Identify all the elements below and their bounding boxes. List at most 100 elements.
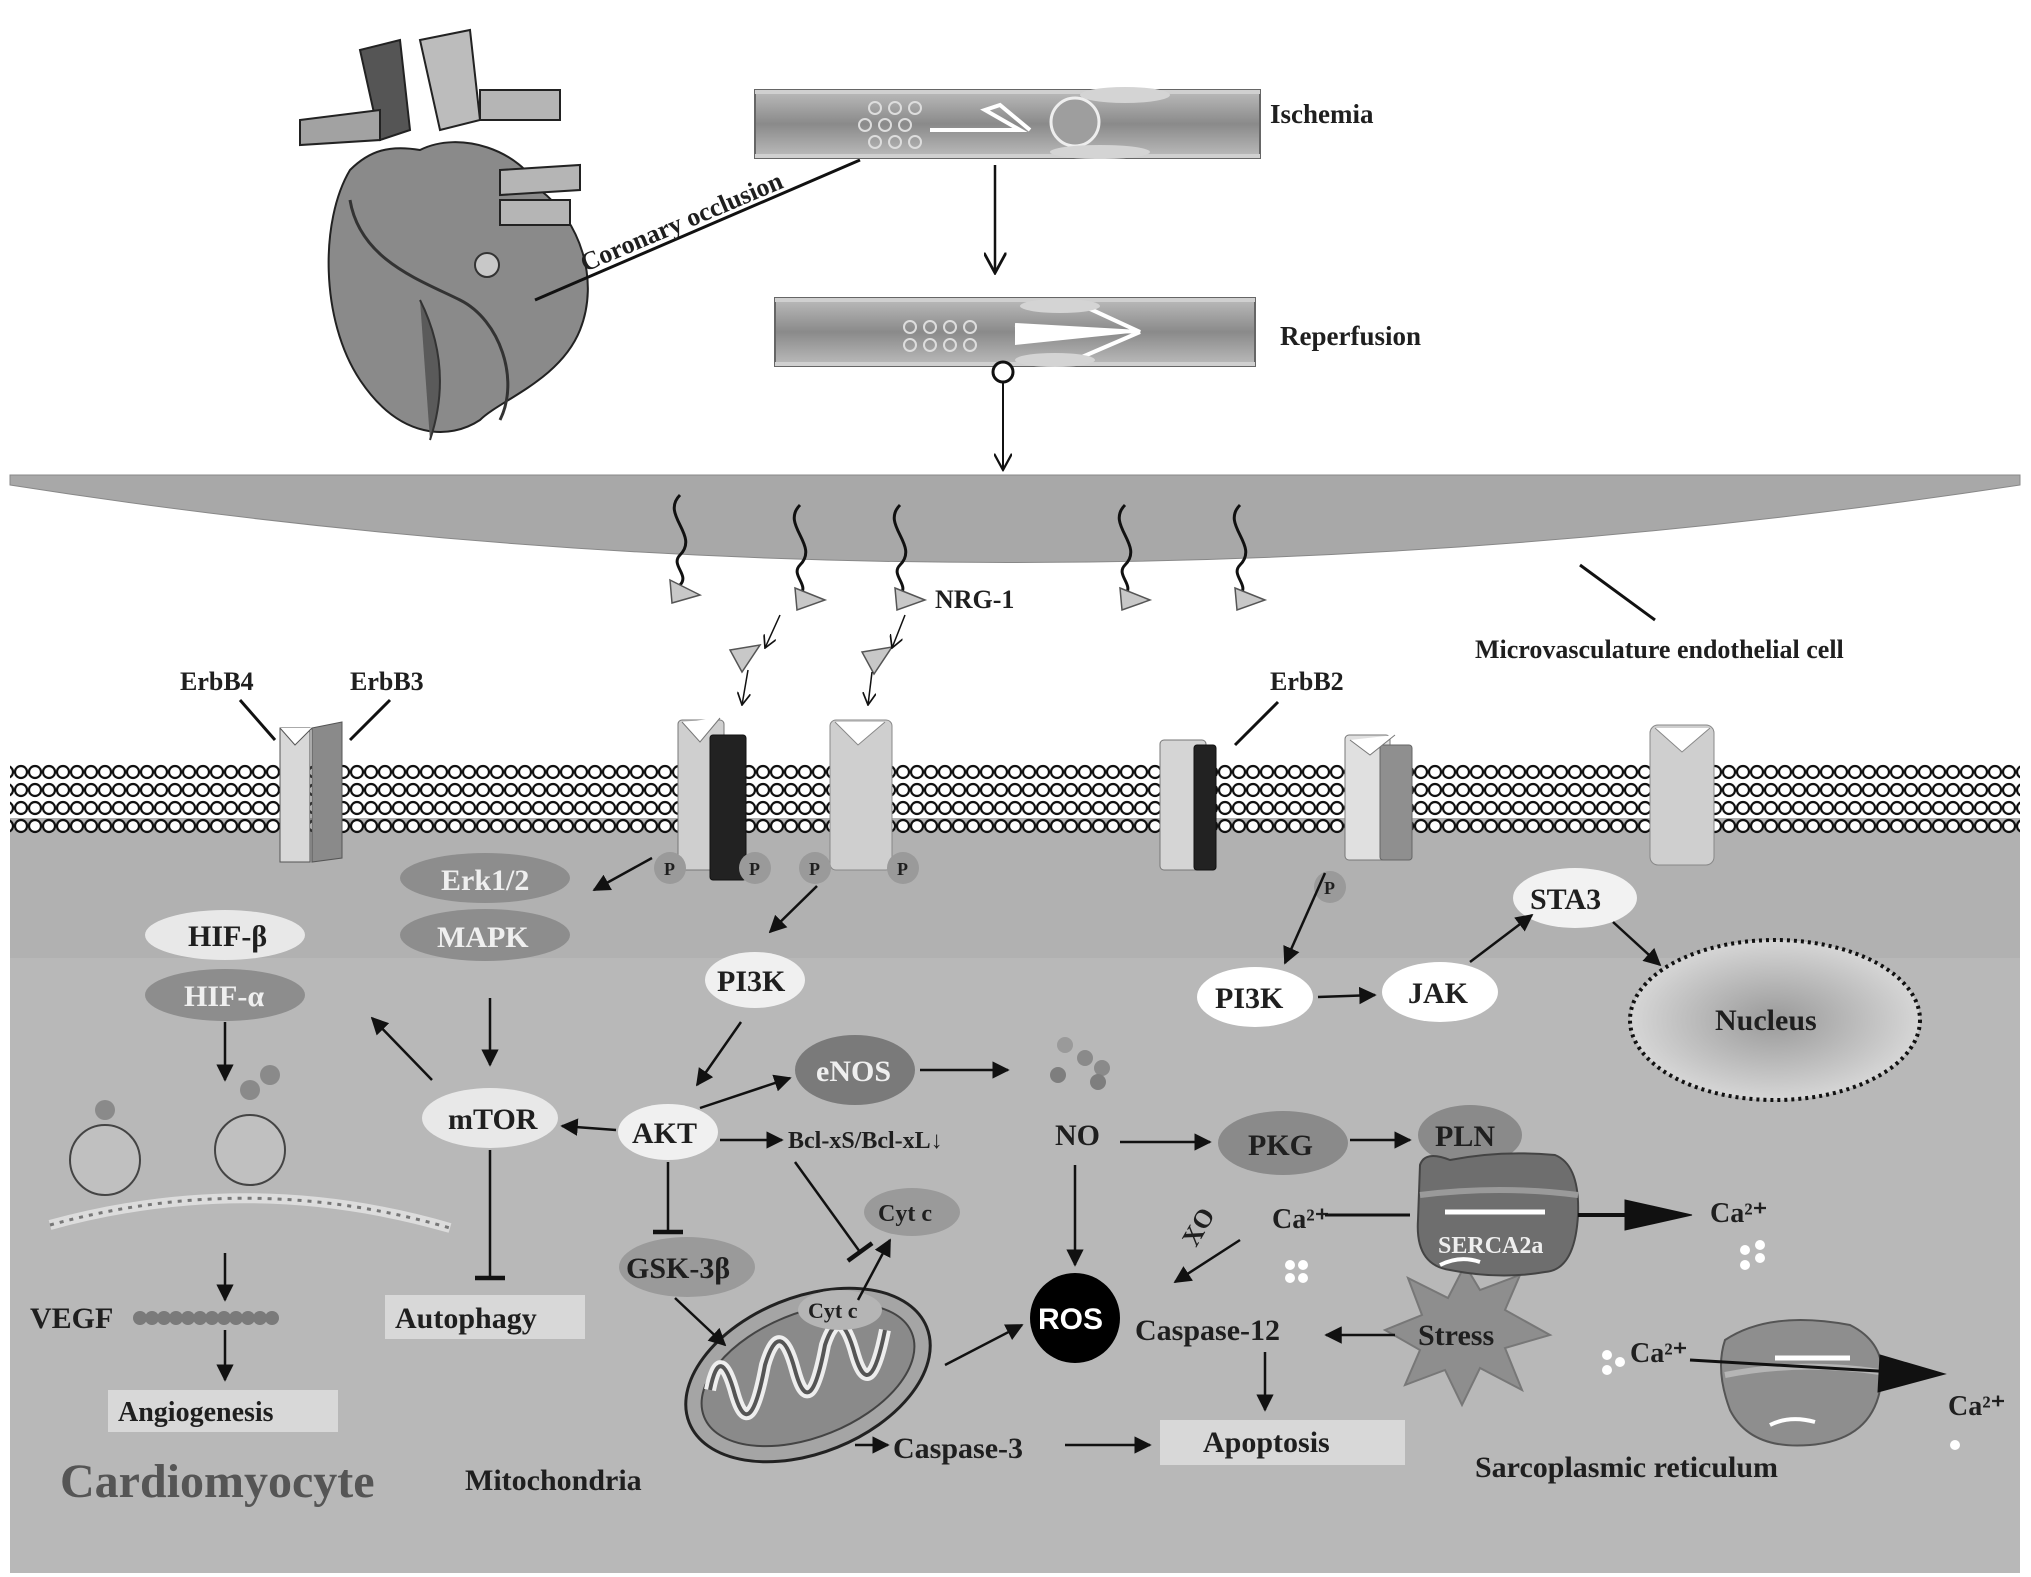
nrg1-triangles xyxy=(669,578,1268,676)
pln-node xyxy=(1418,1105,1522,1165)
cytc-mito-label: Cyt c xyxy=(808,1298,858,1323)
nucleus xyxy=(1628,938,1922,1102)
inhibition-arrows xyxy=(475,1150,874,1281)
stress-label: Stress xyxy=(1418,1319,1494,1352)
akt-node xyxy=(618,1104,718,1160)
mitochondria-label: Mitochondria xyxy=(465,1464,642,1497)
hif-alpha-label: HIF-α xyxy=(184,980,264,1013)
sta3-label: STA3 xyxy=(1530,883,1601,916)
sta3-node xyxy=(1513,868,1637,928)
no-label: NO xyxy=(1055,1119,1100,1152)
phospho-p-1: P xyxy=(664,859,675,879)
angiogenesis-label: Angiogenesis xyxy=(118,1397,274,1428)
endothelial-cell xyxy=(9,474,2021,563)
erbb4-pointer xyxy=(238,699,277,741)
receptor-dimer-2 xyxy=(829,719,893,871)
serca2a-label: SERCA2a xyxy=(1438,1233,1543,1259)
nucleus-label: Nucleus xyxy=(1715,1004,1817,1037)
erbb2-pointer xyxy=(1233,700,1280,747)
gsk3b-label: GSK-3β xyxy=(626,1252,730,1285)
coronary-occlusion-pointer xyxy=(534,158,861,302)
vegf-label: VEGF xyxy=(30,1302,113,1335)
akt-label: AKT xyxy=(632,1117,697,1150)
heart-illustration xyxy=(299,28,589,441)
enos-label: eNOS xyxy=(816,1055,891,1088)
sr-pump xyxy=(1720,1319,1883,1447)
jak-label: JAK xyxy=(1408,977,1469,1010)
reperfusion-vessel xyxy=(774,297,1256,367)
endothelial-pointer xyxy=(1579,563,1656,622)
hif-beta-label: HIF-β xyxy=(188,920,267,953)
ca2-label-3: Ca²⁺ xyxy=(1630,1338,1687,1369)
junction-circle xyxy=(991,360,1015,384)
mapk-label: MAPK xyxy=(437,921,529,954)
ros-node xyxy=(1030,1273,1120,1363)
hif-alpha-node xyxy=(145,969,305,1021)
phospho-sites xyxy=(654,852,1346,903)
nrg1-label: NRG-1 xyxy=(935,585,1014,614)
erbb2-label: ErbB2 xyxy=(1270,667,1344,696)
ros-label: ROS xyxy=(1038,1303,1103,1336)
ca2-label-2: Ca²⁺ xyxy=(1710,1198,1767,1229)
phospho-p-3: P xyxy=(809,859,820,879)
calcium-dots xyxy=(1285,1240,1960,1450)
mitochondrion xyxy=(684,1286,932,1464)
apoptosis-box xyxy=(1160,1420,1405,1465)
erbb3-label: ErbB3 xyxy=(350,667,424,696)
erk12-label: Erk1/2 xyxy=(441,864,529,897)
apoptosis-label: Apoptosis xyxy=(1203,1426,1330,1459)
mtor-label: mTOR xyxy=(448,1103,538,1136)
receptor-4 xyxy=(1649,724,1715,866)
pln-label: PLN xyxy=(1435,1120,1495,1153)
reperfusion-label: Reperfusion xyxy=(1280,321,1421,351)
mtor-node xyxy=(422,1088,558,1148)
pathway-arrows xyxy=(216,856,1662,1454)
bcl-label: Bcl-xS/Bcl-xL↓ xyxy=(788,1128,943,1154)
receptor-dimer-1 xyxy=(677,717,747,881)
phospho-p-4: P xyxy=(897,859,908,879)
vegf-chain xyxy=(133,1311,279,1325)
autophagy-box xyxy=(385,1295,585,1339)
pi3k-label: PI3K xyxy=(717,965,786,998)
pi3k-node xyxy=(705,952,805,1008)
caspase3-label: Caspase-3 xyxy=(893,1432,1023,1465)
erbb4-label: ErbB4 xyxy=(180,667,254,696)
erbb2-receptor xyxy=(1159,739,1217,871)
erbb4-erbb3-receptor xyxy=(279,721,343,863)
cytc-top-node xyxy=(864,1188,960,1236)
erk12-node xyxy=(400,853,570,903)
pi3k-right-node xyxy=(1197,967,1313,1027)
hif-beta-node xyxy=(145,910,305,960)
angiogenesis-box xyxy=(108,1390,338,1432)
cardiomyocyte-body xyxy=(10,818,2020,1573)
autophagy-label: Autophagy xyxy=(395,1302,537,1335)
cytc-mito-node xyxy=(798,1290,882,1330)
sarcoplasmic-label: Sarcoplasmic reticulum xyxy=(1475,1451,1778,1484)
pi3k-right-label: PI3K xyxy=(1215,982,1284,1015)
thick-transport-arrows xyxy=(1325,1199,1947,1393)
gsk3b-node xyxy=(619,1237,755,1297)
pkg-label: PKG xyxy=(1248,1129,1313,1162)
caspase12-label: Caspase-12 xyxy=(1135,1314,1280,1347)
pkg-node xyxy=(1218,1111,1348,1175)
receptor-dimer-3 xyxy=(1344,734,1413,861)
stress-burst xyxy=(1382,1262,1553,1408)
no-particles xyxy=(1050,1037,1110,1090)
enos-node xyxy=(795,1035,915,1105)
ribosome-mrna xyxy=(48,1065,452,1233)
jak-node xyxy=(1382,962,1498,1022)
phospho-p-2: P xyxy=(749,859,760,879)
nrg1-descent-arrows xyxy=(742,614,906,705)
phospho-p-5: P xyxy=(1324,878,1335,898)
nrg1-ligands xyxy=(672,493,1248,597)
serca2a-pump xyxy=(1416,1152,1580,1277)
ca2-label-4: Ca²⁺ xyxy=(1948,1391,2005,1422)
cytc-top-label: Cyt c xyxy=(878,1201,932,1227)
endothelial-label: Microvasculature endothelial cell xyxy=(1475,635,1844,664)
ischemia-label: Ischemia xyxy=(1270,99,1374,129)
coronary-occlusion-label: Coronary occlusion xyxy=(576,166,787,278)
cardiomyocyte-label: Cardiomyocyte xyxy=(60,1455,375,1508)
ischemia-vessel xyxy=(754,87,1261,159)
erbb3-pointer xyxy=(348,698,392,742)
